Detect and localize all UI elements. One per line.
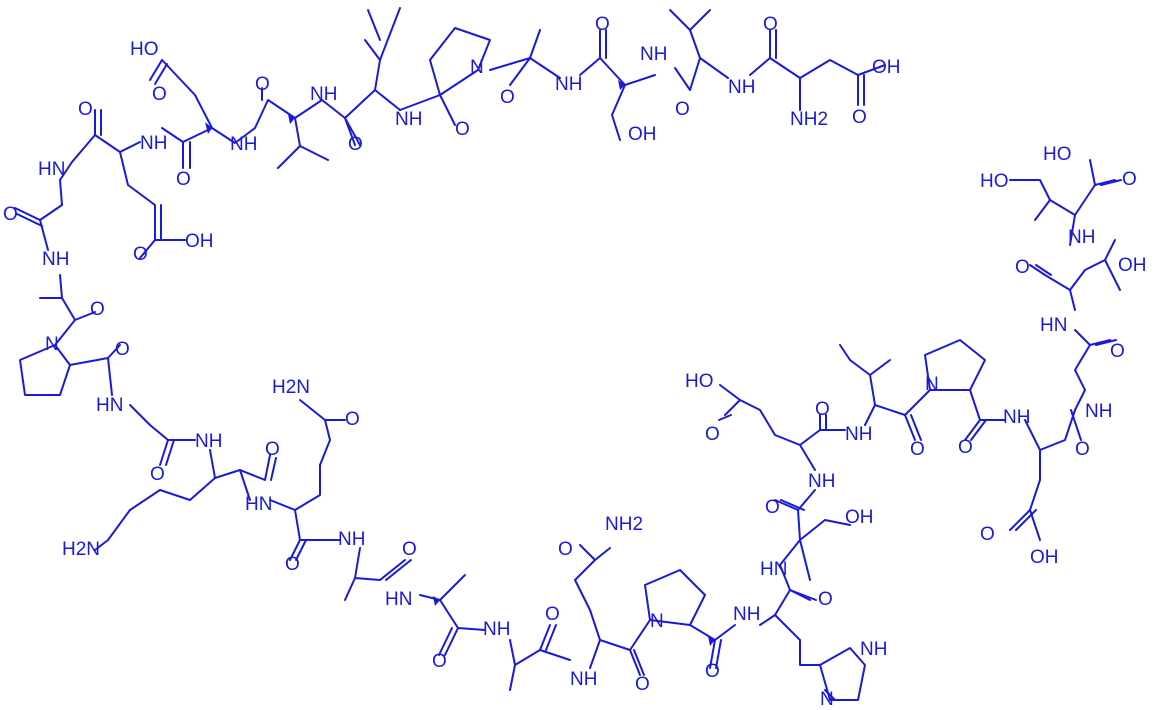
nh-label: NH: [42, 249, 70, 270]
o-label: O: [455, 119, 470, 140]
nh-label: NH: [570, 669, 598, 690]
o-label: O: [265, 439, 280, 460]
nh-label: NH: [555, 74, 583, 95]
nh-label: NH: [310, 84, 338, 105]
o-label: O: [90, 299, 105, 320]
ho-label: HO: [1043, 144, 1072, 165]
oh-label: OH: [1118, 255, 1147, 276]
o-label: O: [763, 14, 778, 35]
o-label: O: [545, 604, 560, 625]
o-label: O: [78, 99, 93, 120]
o-label: O: [152, 84, 167, 105]
o-label: O: [705, 424, 720, 445]
nh-label: NH: [230, 134, 258, 155]
hn-label: HN: [760, 559, 788, 580]
h2n-label: H2N: [272, 377, 311, 398]
nh-label: NH: [1085, 401, 1113, 422]
o-label: O: [432, 651, 447, 672]
hn-label: HN: [38, 159, 66, 180]
o-label: O: [345, 409, 360, 430]
hn-label: HN: [245, 494, 273, 515]
nh-label: NH: [338, 529, 366, 550]
o-label: O: [765, 497, 780, 518]
ho-label: HO: [685, 371, 714, 392]
hn-label: HN: [385, 589, 413, 610]
n-label: N: [470, 57, 484, 78]
hn-label: HN: [96, 395, 124, 416]
o-label: O: [675, 99, 690, 120]
o-label: O: [1075, 439, 1090, 460]
molecular-bonds: [14, 7, 1122, 701]
stereo-wedges: [205, 80, 715, 646]
nh-label: NH: [733, 604, 761, 625]
nh-label: NH: [808, 471, 836, 492]
nh-label: NH: [640, 44, 668, 65]
nh-label: NH: [140, 133, 168, 154]
o-label: O: [150, 464, 165, 485]
n-label: N: [45, 334, 59, 355]
oh-label: OH: [845, 507, 874, 528]
oh-label: HO: [130, 39, 159, 60]
o-label: O: [958, 437, 973, 458]
o-label: O: [852, 107, 867, 128]
o-label: O: [348, 134, 363, 155]
nh-label: NH: [483, 619, 511, 640]
oh-label: OH: [872, 57, 901, 78]
o-label: O: [910, 439, 925, 460]
n-label: N: [925, 374, 939, 395]
n-label: N: [650, 611, 664, 632]
o-label: O: [558, 539, 573, 560]
o-label: O: [815, 399, 830, 420]
o-label: O: [176, 169, 191, 190]
o-label: O: [705, 661, 720, 682]
o-label: O: [115, 339, 130, 360]
o-label: O: [255, 74, 270, 95]
o-label: O: [3, 204, 18, 225]
oh-label: OH: [628, 124, 657, 145]
n-label: N: [820, 689, 834, 710]
nh-label: NH: [845, 424, 873, 445]
o-label: O: [980, 524, 995, 545]
o-label: O: [133, 244, 148, 265]
nh-label: NH: [1068, 227, 1096, 248]
oh-label: OH: [185, 231, 214, 252]
nh2-label: NH2: [605, 514, 644, 535]
o-label: O: [285, 554, 300, 575]
o-label: O: [402, 539, 417, 560]
o-label: O: [595, 14, 610, 35]
o-label: O: [1122, 169, 1137, 190]
o-label: O: [500, 87, 515, 108]
nh-label: NH: [395, 109, 423, 130]
nh-label: NH: [860, 639, 888, 660]
o-label: O: [1015, 257, 1030, 278]
h2n-label: H2N: [62, 539, 101, 560]
oh-label: OH: [1030, 547, 1059, 568]
nh-label: NH: [1003, 407, 1031, 428]
o-label: O: [818, 589, 833, 610]
nh2-label: NH2: [790, 109, 829, 130]
o-label: O: [635, 674, 650, 695]
nh-label: NH: [195, 431, 223, 452]
nh-label: NH: [728, 77, 756, 98]
hn-label: HN: [1040, 315, 1068, 336]
ho-label: HO: [980, 171, 1009, 192]
o-label: O: [1110, 341, 1125, 362]
